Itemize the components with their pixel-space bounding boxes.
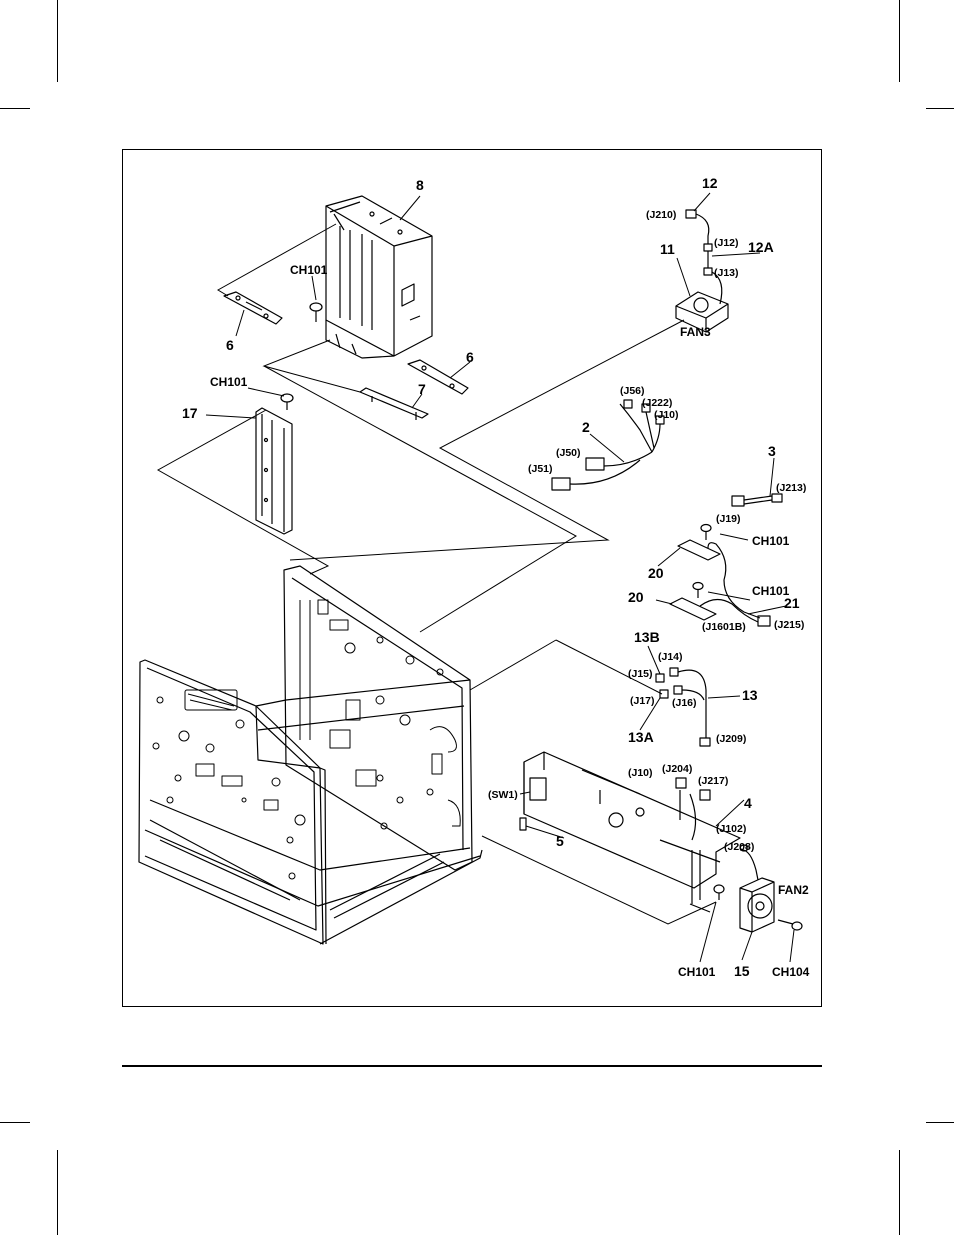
label-ch101-bottom: CH101 <box>678 965 716 979</box>
label-part-13a: 13A <box>628 729 654 745</box>
screw-ch101-upper <box>309 302 323 322</box>
part-3-cable <box>731 493 783 507</box>
part-20-board-lower <box>669 581 717 621</box>
part-15-fan2 <box>739 844 775 933</box>
label-part-7: 7 <box>418 381 426 397</box>
label-part-2: 2 <box>582 419 590 435</box>
label-j17: (J17) <box>630 695 655 707</box>
label-part-13: 13 <box>742 687 758 703</box>
crop-mark-bottom-right-v <box>899 1150 900 1235</box>
part-20-board-upper <box>677 523 721 561</box>
label-j10-lower: (J10) <box>628 767 653 779</box>
label-j222: (J222) <box>642 397 672 409</box>
crop-mark-top-left-h <box>0 108 30 109</box>
part-8-frame <box>325 195 433 359</box>
part-11-fan3 <box>675 291 729 333</box>
screw-ch104 <box>777 919 803 931</box>
diagram-frame <box>122 149 822 1007</box>
label-j19: (J19) <box>716 513 741 525</box>
label-part-12: 12 <box>702 175 718 191</box>
label-part-17: 17 <box>182 405 198 421</box>
screw-ch101-middle <box>280 393 294 410</box>
label-part-20-lower: 20 <box>628 589 644 605</box>
label-part-8: 8 <box>416 177 424 193</box>
label-ch104: CH104 <box>772 965 810 979</box>
part-labels: 8 12 (J210) (J12) 12A 11 (J13) FAN3 CH10… <box>182 175 810 979</box>
crop-mark-bottom-right-h <box>926 1122 954 1123</box>
label-ch101-board-lower: CH101 <box>752 584 790 598</box>
crop-mark-bottom-left-h <box>0 1122 30 1123</box>
label-j56: (J56) <box>620 385 645 397</box>
crop-mark-bottom-left-v <box>57 1150 58 1235</box>
part-12-cable <box>685 209 723 305</box>
label-j50: (J50) <box>556 447 581 459</box>
label-j208: (J208) <box>724 841 754 853</box>
label-j102: (J102) <box>716 823 746 835</box>
label-j210: (J210) <box>646 209 676 221</box>
label-ch101-upper: CH101 <box>290 263 328 277</box>
label-part-4: 4 <box>744 795 752 811</box>
part-21-cable <box>699 542 771 627</box>
crop-mark-top-right-h <box>926 108 954 109</box>
label-fan3: FAN3 <box>680 325 711 339</box>
label-j204: (J204) <box>662 763 692 775</box>
label-part-3: 3 <box>768 443 776 459</box>
label-ch101-board-upper: CH101 <box>752 534 790 548</box>
label-part-6-right: 6 <box>466 349 474 365</box>
label-j14: (J14) <box>658 651 683 663</box>
label-part-5: 5 <box>556 833 564 849</box>
screw-ch101-bottom <box>713 884 725 900</box>
label-j13: (J13) <box>714 267 739 279</box>
main-chassis <box>138 565 483 945</box>
label-part-21: 21 <box>784 595 800 611</box>
part-5-spring <box>519 817 527 831</box>
part-17-rail <box>255 407 293 535</box>
label-j51: (J51) <box>528 463 553 475</box>
label-j213: (J213) <box>776 482 806 494</box>
label-part-15: 15 <box>734 963 750 979</box>
crop-mark-top-left-v <box>57 0 58 82</box>
label-j217: (J217) <box>698 775 728 787</box>
label-j10-upper: (J10) <box>654 409 679 421</box>
label-part-20-upper: 20 <box>648 565 664 581</box>
crop-mark-top-right-v <box>899 0 900 82</box>
part-6-right-bracket <box>407 359 469 395</box>
part-4-assembly <box>523 751 741 913</box>
label-j215: (J215) <box>774 619 804 631</box>
label-j209: (J209) <box>716 733 746 745</box>
label-part-12a: 12A <box>748 239 774 255</box>
label-ch101-middle: CH101 <box>210 375 248 389</box>
part-7-bar <box>359 387 429 420</box>
part-2-harness <box>551 399 665 491</box>
label-part-6-left: 6 <box>226 337 234 353</box>
label-j15: (J15) <box>628 668 653 680</box>
label-sw1: (SW1) <box>488 789 518 801</box>
label-part-13b: 13B <box>634 629 660 645</box>
label-fan2: FAN2 <box>778 883 809 897</box>
label-part-11: 11 <box>660 241 675 257</box>
part-6-left-bracket <box>223 291 283 325</box>
label-j12: (J12) <box>714 237 739 249</box>
footer-rule <box>122 1065 822 1067</box>
label-j1601b: (J1601B) <box>702 621 746 633</box>
label-j16: (J16) <box>672 697 697 709</box>
part-13-harness <box>655 667 711 747</box>
